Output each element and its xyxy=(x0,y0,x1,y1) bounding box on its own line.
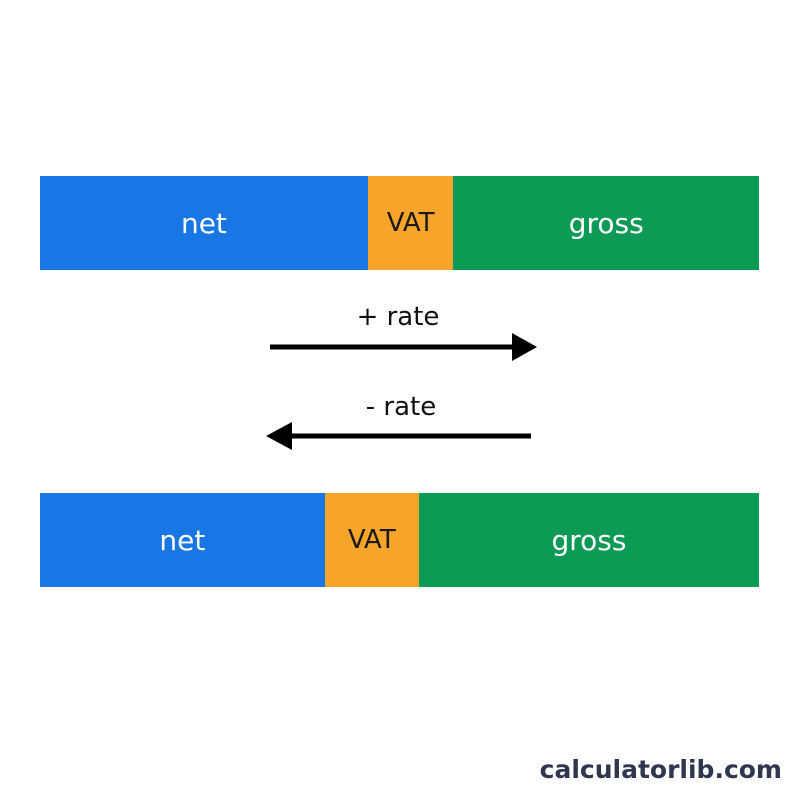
top-bar: net VAT gross xyxy=(40,176,759,270)
top-net-label: net xyxy=(180,206,227,240)
bottom-bar: net VAT gross xyxy=(40,493,759,587)
forward-arrow-label: + rate xyxy=(356,302,440,332)
top-gross-segment: gross xyxy=(453,176,759,270)
bottom-net-label: net xyxy=(159,523,206,557)
forward-arrow-icon xyxy=(270,333,537,361)
top-vat-segment: VAT xyxy=(367,176,454,270)
backward-arrow-label: - rate xyxy=(365,392,437,422)
top-gross-label: gross xyxy=(568,206,644,240)
bottom-vat-label: VAT xyxy=(347,525,396,555)
site-watermark: calculatorlib.com xyxy=(539,755,782,784)
top-net-segment: net xyxy=(40,176,368,270)
backward-arrow-icon xyxy=(266,422,531,450)
top-vat-label: VAT xyxy=(386,208,435,238)
bottom-gross-segment: gross xyxy=(418,493,759,587)
bottom-net-segment: net xyxy=(40,493,325,587)
bottom-gross-label: gross xyxy=(551,523,627,557)
bottom-vat-segment: VAT xyxy=(324,493,419,587)
